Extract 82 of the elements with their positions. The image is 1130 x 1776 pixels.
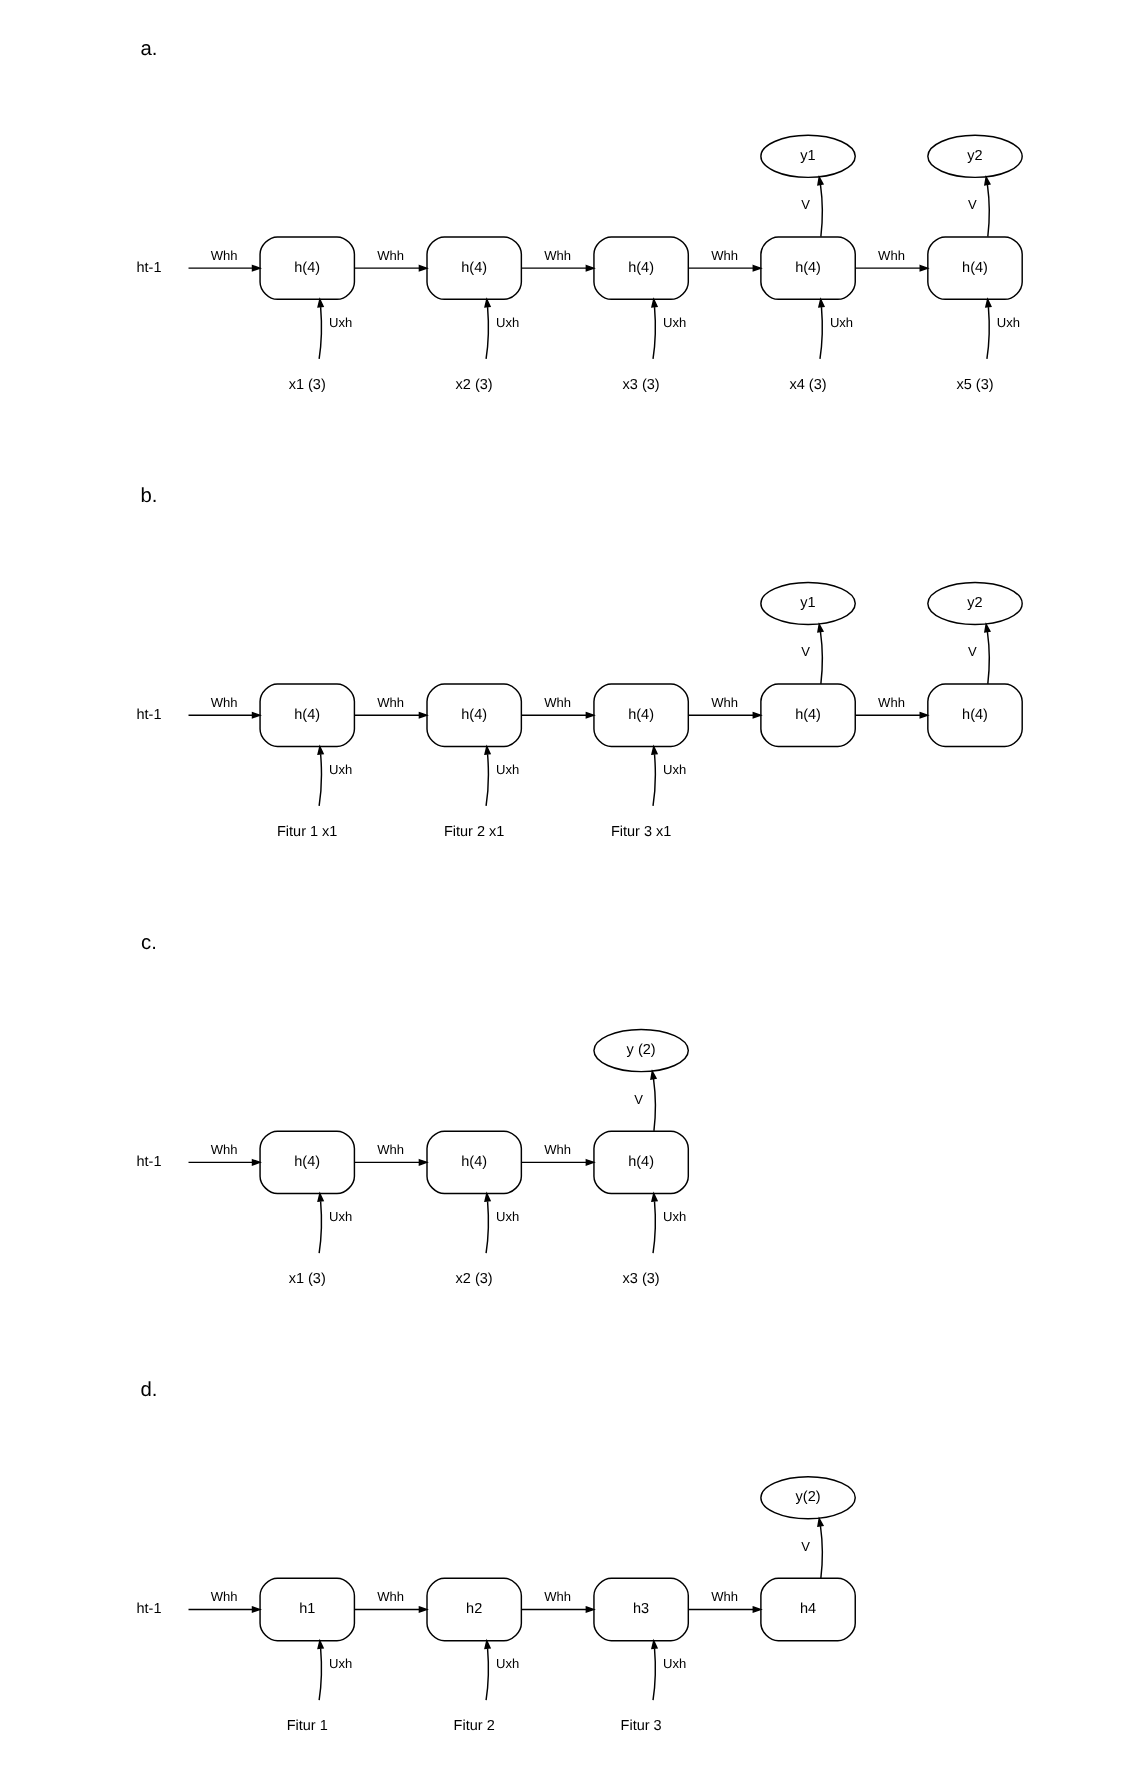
node-text: x2 (3)	[454, 1268, 492, 1287]
arrow	[983, 175, 990, 238]
node-box: h(4)	[759, 236, 855, 301]
node-text: x3 (3)	[621, 374, 659, 393]
arrow	[519, 711, 595, 719]
node-text: Fitur 2 x1	[442, 821, 504, 840]
node-box: h(4)	[926, 236, 1022, 301]
node-box: h4	[759, 1577, 855, 1642]
arrow	[316, 744, 324, 807]
node-text: x1 (3)	[287, 1268, 325, 1287]
node-text: x1 (3)	[287, 374, 325, 393]
node-text: ht-1	[135, 1599, 161, 1618]
node-text: ht-1	[135, 1152, 161, 1170]
node-text: ht-1	[135, 257, 161, 276]
label: b.	[139, 486, 157, 509]
node-box: h(4)	[258, 236, 355, 301]
label: c.	[140, 933, 156, 956]
arrow	[483, 1638, 491, 1701]
label: d.	[139, 1380, 157, 1403]
arrow	[853, 711, 929, 719]
arrow	[352, 1605, 428, 1614]
arrow	[686, 1605, 762, 1614]
arrow	[983, 297, 991, 360]
node-box: h(4)	[258, 1130, 355, 1195]
node-box: h(4)	[592, 236, 689, 301]
label: a.	[139, 39, 157, 62]
arrow	[186, 1605, 261, 1614]
arrow	[650, 744, 658, 807]
node-box: h(4)	[425, 1130, 522, 1195]
arrow	[186, 711, 261, 719]
node-box: h(4)	[759, 683, 855, 748]
node-text: Fitur 1 x1	[276, 821, 337, 840]
node-text: Fitur 3	[619, 1715, 661, 1734]
arrow	[352, 1158, 428, 1166]
arrow	[483, 297, 491, 360]
node-box: h3	[592, 1577, 689, 1642]
node-ellipse: y1	[759, 134, 855, 179]
arrow	[519, 264, 595, 272]
node-text: x5 (3)	[955, 374, 993, 393]
node-box: h1	[258, 1577, 355, 1642]
node-text: x3 (3)	[621, 1268, 659, 1287]
node-ellipse: y2	[926, 134, 1022, 179]
node-ellipse: y (2)	[592, 1028, 689, 1073]
arrow	[650, 1638, 658, 1701]
arrow	[519, 1605, 595, 1614]
node-text: Fitur 3 x1	[609, 821, 671, 840]
arrow	[186, 1158, 261, 1166]
node-box: h2	[425, 1577, 522, 1642]
arrow	[650, 1191, 658, 1254]
arrow	[483, 1191, 491, 1254]
arrow	[816, 175, 824, 238]
arrow	[519, 1158, 595, 1166]
node-text: x2 (3)	[454, 374, 492, 393]
arrow	[649, 1069, 657, 1132]
node-box: h(4)	[258, 683, 355, 748]
node-text: Fitur 1	[285, 1715, 327, 1734]
node-ellipse: y1	[759, 581, 855, 626]
node-text: x4 (3)	[788, 374, 826, 393]
arrow	[650, 297, 658, 360]
node-text: ht-1	[135, 704, 161, 723]
arrow	[316, 297, 324, 360]
arrow	[483, 744, 491, 807]
node-box: h(4)	[592, 683, 689, 748]
node-ellipse: y(2)	[759, 1475, 855, 1520]
arrow	[853, 264, 929, 272]
arrow	[686, 264, 762, 272]
arrow	[316, 1191, 324, 1254]
arrow	[352, 711, 428, 719]
node-box: h(4)	[926, 683, 1022, 748]
arrow	[686, 711, 762, 719]
arrow	[816, 1516, 824, 1579]
arrow	[352, 264, 428, 272]
arrow	[316, 1638, 324, 1701]
node-box: h(4)	[425, 683, 522, 748]
arrow	[186, 264, 261, 272]
node-text: Fitur 2	[452, 1715, 494, 1734]
arrow	[816, 297, 825, 360]
node-ellipse: y2	[926, 581, 1022, 626]
arrow	[983, 622, 990, 685]
node-box: h(4)	[592, 1130, 689, 1195]
arrow	[816, 622, 824, 685]
node-box: h(4)	[425, 236, 522, 301]
